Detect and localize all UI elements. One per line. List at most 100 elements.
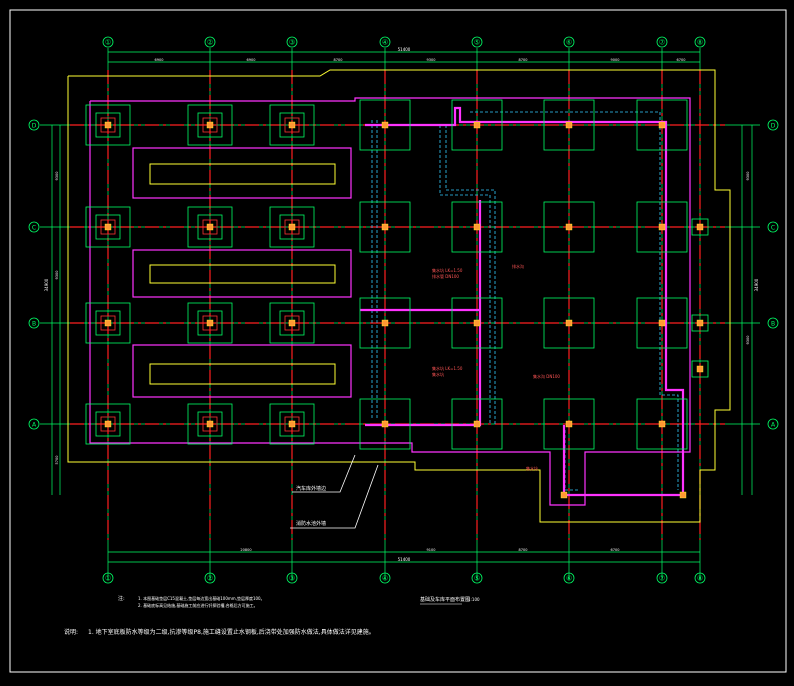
pile-cap-outer (85, 302, 131, 344)
column-marker (381, 121, 389, 129)
axis-label-bottom: ⑦ (659, 575, 665, 583)
column-marker (565, 223, 573, 231)
dim-bottom: 20800 (240, 548, 251, 552)
pile-cap-outer (187, 104, 233, 146)
axis-label-left: A (32, 422, 37, 429)
axis-bubble-left (28, 317, 40, 329)
column-marker (560, 491, 568, 499)
column-marker (288, 319, 296, 327)
drawing-frame (9, 9, 787, 673)
column-marker (288, 121, 296, 129)
column-marker (565, 420, 573, 428)
axis-label-bottom: ④ (382, 575, 388, 583)
axis-label-right: B (771, 321, 775, 328)
pile-cap-inner (202, 416, 218, 432)
plan-label: 排水管 DN100 (432, 273, 459, 279)
column-marker (206, 223, 214, 231)
column-marker (381, 223, 389, 231)
axis-bubble-left (28, 418, 40, 430)
pile-cap-mid (95, 112, 121, 138)
pile-cap (543, 99, 595, 151)
column-marker (381, 319, 389, 327)
axis-bubble-bottom (656, 572, 668, 584)
axis-bubble-bottom (563, 572, 575, 584)
axis-bubble-top (656, 36, 668, 48)
column-marker (696, 223, 704, 231)
pile-cap-outer (187, 403, 233, 445)
axis-center-lines (70, 70, 725, 540)
column-marker (658, 319, 666, 327)
drain-pipes (371, 111, 679, 491)
pile-cap-inner (100, 315, 116, 331)
dim-top: 8700 (519, 58, 528, 62)
axis-label-top: ⑥ (566, 39, 572, 47)
dim-top-overall: 51400 (398, 47, 411, 52)
note-line: 1. 本图基础垫层C15混凝土,垫层每边宽出基础100mm,垫层厚度100。 (138, 595, 265, 601)
dim-top: 9300 (427, 58, 436, 62)
axis-label-top: ⑧ (697, 39, 703, 47)
pile-cap-outer (85, 104, 131, 146)
plan-labels: 集水坑 LK=1.50 排水管 DN100 集水坑 LK=1.50 集水坑 排水… (432, 263, 560, 471)
pile-cap-mid (197, 214, 223, 240)
column-marker (696, 319, 704, 327)
axis-bubble-right (767, 119, 779, 131)
axis-bubble-left (28, 221, 40, 233)
slab-edges (89, 97, 691, 506)
dim-left: 5700 (55, 456, 59, 465)
pile-cap (543, 398, 595, 450)
pile-cap-inner (284, 117, 300, 133)
pile-cap-outer (269, 206, 315, 248)
axis-label-top: ① (105, 39, 111, 47)
pile-cap (636, 201, 688, 253)
axis-bubble-bottom (471, 572, 483, 584)
axis-bubble-top (102, 36, 114, 48)
dim-top: 8700 (334, 58, 343, 62)
small-cap (691, 360, 709, 378)
pile-cap-mid (197, 411, 223, 437)
pile-cap (636, 398, 688, 450)
axis-label-bottom: ⑥ (566, 575, 572, 583)
pile-cap-mid (95, 310, 121, 336)
pile-cap-outer (187, 302, 233, 344)
pile-cap (636, 99, 688, 151)
pile-cap-inner (284, 315, 300, 331)
pile-cap-mid (279, 214, 305, 240)
axis-label-bottom: ⑧ (697, 575, 703, 583)
dim-left: 9300 (55, 172, 59, 181)
column-marker (206, 319, 214, 327)
column-marker (288, 420, 296, 428)
column-marker (104, 420, 112, 428)
axis-bubble-top (471, 36, 483, 48)
axis-label-top: ② (207, 39, 213, 47)
pile-cap (543, 297, 595, 349)
column-marker (473, 420, 481, 428)
axis-bubble-right (767, 418, 779, 430)
column-marker (565, 121, 573, 129)
pile-cap-mid (95, 214, 121, 240)
pile-cap (636, 297, 688, 349)
note-line: 2. 基础底标高见结施,基础施工前应进行钎探验槽,合格后方可施工。 (138, 602, 258, 608)
axis-bubble-bottom (204, 572, 216, 584)
axis-label-right: A (771, 422, 776, 429)
small-cap (691, 218, 709, 236)
axis-bubble-bottom (379, 572, 391, 584)
dim-top: 9000 (611, 58, 620, 62)
column-marker (473, 319, 481, 327)
pile-cap-mid (197, 310, 223, 336)
small-cap (691, 314, 709, 332)
callout-pool-wall: 消防水池外墙 (296, 520, 326, 527)
axis-label-left: C (32, 225, 36, 232)
dim-right: 9300 (746, 172, 750, 181)
axis-bubble-top (204, 36, 216, 48)
dim-bottom: 6700 (611, 548, 620, 552)
column-marker (658, 420, 666, 428)
axis-bubble-left (28, 119, 40, 131)
plan-label: 集水坑 (432, 371, 444, 377)
axis-bubble-top (694, 36, 706, 48)
column-marker (696, 365, 704, 373)
pile-cap (543, 201, 595, 253)
plan-label: 集水坑 LK=1.50 (432, 365, 463, 371)
building-outline (67, 69, 731, 523)
